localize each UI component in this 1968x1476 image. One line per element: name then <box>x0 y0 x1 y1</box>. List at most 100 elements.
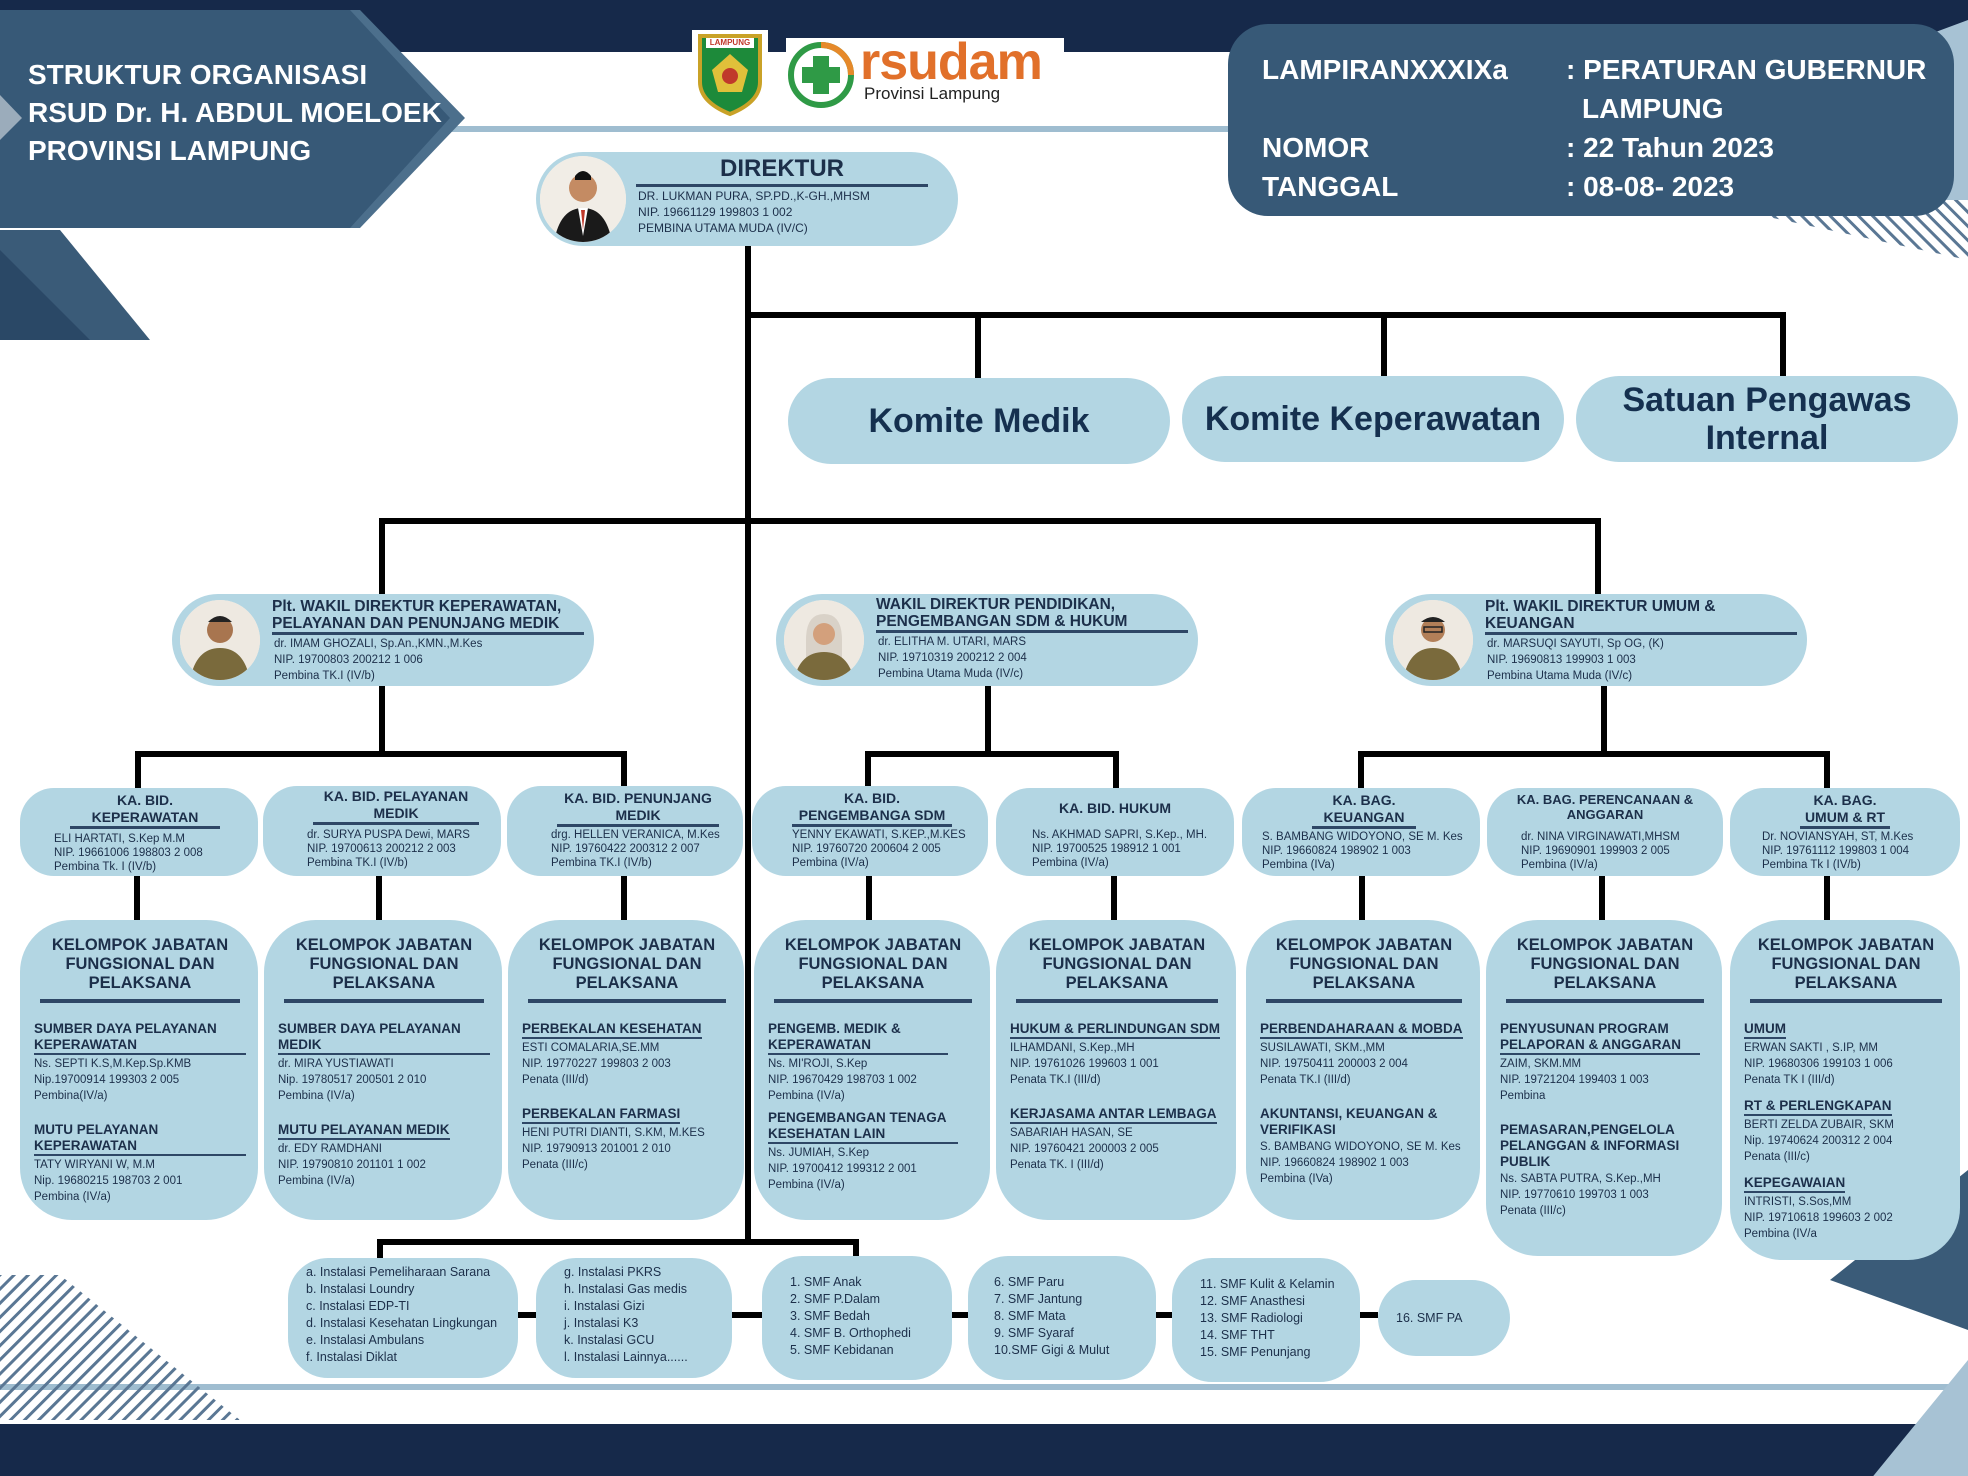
kabid-title: KA. BID. HUKUM <box>1059 800 1171 816</box>
kabid-title: KA. BID. KEPERAWATAN <box>70 792 220 829</box>
kelompok-section: PEMASARAN,PENGELOLA PELANGGAN & INFORMAS… <box>1500 1122 1680 1217</box>
header-rule-top <box>440 126 1230 132</box>
kelompok-heading: KELOMPOK JABATAN FUNGSIONAL DAN PELAKSAN… <box>774 936 972 1003</box>
tanggal-label: TANGGAL <box>1262 171 1399 202</box>
wadir-pendidikan-photo <box>784 600 864 680</box>
kelompok-heading: KELOMPOK JABATAN FUNGSIONAL DAN PELAKSAN… <box>1016 936 1218 1003</box>
kelompok-heading: KELOMPOK JABATAN FUNGSIONAL DAN PELAKSAN… <box>1266 936 1462 1003</box>
tanggal-value: : 08-08- 2023 <box>1566 171 1735 202</box>
wadir-pendidikan-title: WAKIL DIREKTUR PENDIDIKAN, PENGEMBANGAN … <box>876 596 1188 633</box>
wadir-umum-details: dr. MARSUQI SAYUTI, Sp OG, (K)NIP. 19690… <box>1487 638 1664 682</box>
wadir-keperawatan: Plt. WAKIL DIREKTUR KEPERAWATAN, PELAYAN… <box>172 594 594 686</box>
nomor-value: : 22 Tahun 2023 <box>1566 132 1775 163</box>
footer-rule <box>0 1384 1968 1390</box>
kabid-penunjang-medik: KA. BID. PENUNJANG MEDIK drg. HELLEN VER… <box>507 786 743 876</box>
direktur-photo <box>540 156 626 242</box>
nomor-label: NOMOR <box>1262 132 1370 163</box>
kelompok-heading: KELOMPOK JABATAN FUNGSIONAL DAN PELAKSAN… <box>1750 936 1942 1003</box>
rsudam-wordmark: rsudam <box>860 33 1043 91</box>
kabag-title: KA. BAG. KEUANGAN <box>1312 792 1416 829</box>
rsudam-cross-icon <box>788 42 854 108</box>
rsudam-subtitle: Provinsi Lampung <box>864 84 1001 103</box>
kelompok-heading: KELOMPOK JABATAN FUNGSIONAL DAN PELAKSAN… <box>40 936 240 1003</box>
direktur-box: DIREKTUR DR. LUKMAN PURA, SP.PD.,K-GH.,M… <box>536 152 958 246</box>
kabag-title: KA. BAG. PERENCANAAN & ANGGARAN <box>1516 792 1694 822</box>
rsudam-logo: rsudam Provinsi Lampung <box>786 33 1064 108</box>
kelompok-penunjang-medik: KELOMPOK JABATAN FUNGSIONAL DAN PELAKSAN… <box>508 920 744 1220</box>
kabid-hukum: KA. BID. HUKUM Ns. AKHMAD SAPRI, S.Kep.,… <box>996 788 1234 876</box>
kabid-pelayanan-medik: KA. BID. PELAYANAN MEDIK dr. SURYA PUSPA… <box>263 786 501 876</box>
kelompok-umum-rt: KELOMPOK JABATAN FUNGSIONAL DAN PELAKSAN… <box>1730 920 1960 1260</box>
kelompok-hukum: KELOMPOK JABATAN FUNGSIONAL DAN PELAKSAN… <box>996 920 1236 1220</box>
kelompok-pengembangan-sdm: KELOMPOK JABATAN FUNGSIONAL DAN PELAKSAN… <box>754 920 990 1220</box>
bottom-navy-band <box>0 1424 1968 1476</box>
wadir-umum-keuangan: Plt. WAKIL DIREKTUR UMUM & KEUANGAN dr. … <box>1385 594 1807 686</box>
komite-keperawatan: Komite Keperawatan <box>1182 376 1564 462</box>
lampiran-value: : PERATURAN GUBERNUR <box>1566 54 1927 85</box>
kabag-keuangan: KA. BAG. KEUANGAN S. BAMBANG WIDOYONO, S… <box>1242 788 1480 876</box>
kabid-details: Ns. AKHMAD SAPRI, S.Kep., MH.NIP. 197005… <box>1032 829 1208 869</box>
province-logo: LAMPUNG <box>692 30 768 118</box>
kabid-title: KA. BID. PENUNJANG MEDIK <box>557 790 719 827</box>
title-ribbon <box>0 10 465 228</box>
kabid-pengembangan-sdm: KA. BID. PENGEMBANGA SDM YENNY EKAWATI, … <box>752 786 988 876</box>
kelompok-heading: KELOMPOK JABATAN FUNGSIONAL DAN PELAKSAN… <box>1506 936 1704 1003</box>
lampiran-box: LAMPIRANXXXIXa : PERATURAN GUBERNUR LAMP… <box>1228 24 1954 216</box>
kabag-umum-rt: KA. BAG. UMUM & RT Dr. NOVIANSYAH, ST, M… <box>1730 788 1960 876</box>
satuan-pengawas-internal: Satuan Pengawas Internal <box>1576 376 1958 462</box>
kelompok-keuangan: KELOMPOK JABATAN FUNGSIONAL DAN PELAKSAN… <box>1246 920 1480 1220</box>
lampiran-label: LAMPIRANXXXIXa <box>1262 54 1508 85</box>
kabid-title: KA. BID. PENGEMBANGA SDM <box>792 790 952 827</box>
kabid-keperawatan: KA. BID. KEPERAWATAN ELI HARTATI, S.Kep … <box>20 788 258 876</box>
wadir-umum-photo <box>1393 600 1473 680</box>
wadir-keperawatan-title: Plt. WAKIL DIREKTUR KEPERAWATAN, PELAYAN… <box>272 598 584 635</box>
page-title: STRUKTUR ORGANISASI RSUD Dr. H. ABDUL MO… <box>28 59 442 166</box>
kelompok-heading: KELOMPOK JABATAN FUNGSIONAL DAN PELAKSAN… <box>528 936 726 1003</box>
kelompok-heading: KELOMPOK JABATAN FUNGSIONAL DAN PELAKSAN… <box>284 936 484 1003</box>
province-logo-text: LAMPUNG <box>709 38 751 47</box>
kabid-title: KA. BID. PELAYANAN MEDIK <box>313 788 479 825</box>
lampiran-value-2: LAMPUNG <box>1582 93 1724 124</box>
wadir-umum-title: Plt. WAKIL DIREKTUR UMUM & KEUANGAN <box>1485 598 1797 635</box>
kelompok-keperawatan: KELOMPOK JABATAN FUNGSIONAL DAN PELAKSAN… <box>20 920 258 1220</box>
smf-list-4: 16. SMF PA <box>1378 1280 1510 1356</box>
kabag-perencanaan-anggaran: KA. BAG. PERENCANAAN & ANGGARAN dr. NINA… <box>1487 788 1723 876</box>
wadir-keperawatan-photo <box>180 600 260 680</box>
direktur-title: DIREKTUR <box>636 154 928 187</box>
komite-medik: Komite Medik <box>788 378 1170 464</box>
kabag-title: KA. BAG. UMUM & RT <box>1800 792 1890 829</box>
kelompok-perencanaan: KELOMPOK JABATAN FUNGSIONAL DAN PELAKSAN… <box>1486 920 1722 1256</box>
kelompok-pelayanan-medik: KELOMPOK JABATAN FUNGSIONAL DAN PELAKSAN… <box>264 920 502 1220</box>
